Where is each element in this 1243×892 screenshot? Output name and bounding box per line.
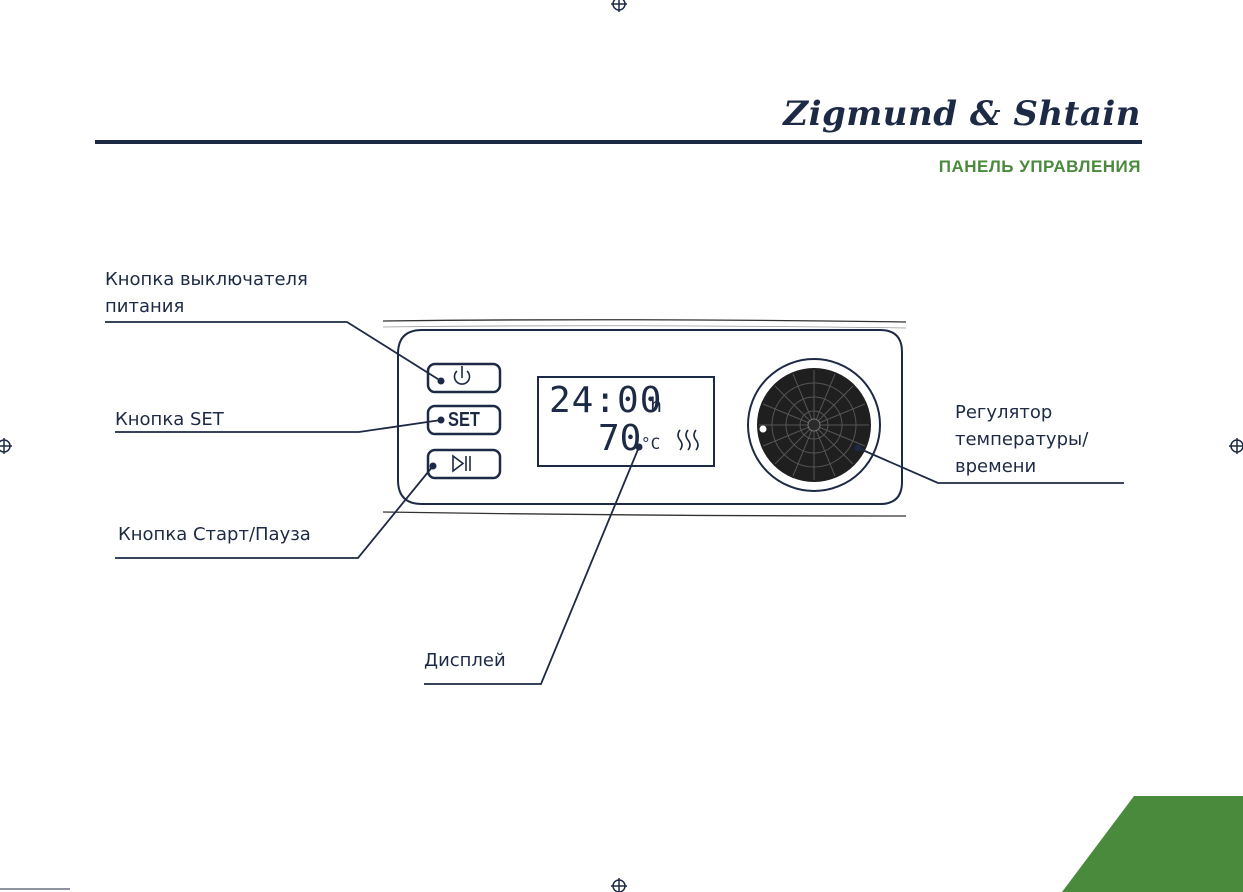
section-title: ПАНЕЛЬ УПРАВЛЕНИЯ [939,157,1141,177]
power-label-line: Кнопка выключателя [105,266,308,293]
regulator-label-line: температуры/ [955,426,1088,453]
set-button-callout: Кнопка SET [115,406,224,433]
registration-mark-icon [0,438,12,454]
power-label-line: питания [105,293,308,320]
registration-mark-icon [1229,438,1243,454]
registration-mark-icon [611,878,627,892]
display-time: 24:00 [549,380,662,421]
regulator-label-line: времени [955,453,1088,480]
corner-tab [1062,796,1243,892]
temperature-time-knob[interactable] [748,359,880,491]
header-rule [95,140,1142,144]
body-edge-top-inner [383,326,906,328]
start-pause-callout: Кнопка Старт/Пауза [118,521,311,548]
regulator-callout: Регулятор температуры/ времени [955,399,1088,480]
body-edge-bottom [383,512,906,516]
power-button-label: Кнопка выключателя питания [105,266,308,320]
body-edge-top [383,320,906,322]
display-callout: Дисплей [424,647,506,674]
start-pause-button[interactable] [428,450,500,478]
regulator-label-line: Регулятор [955,399,1088,426]
display-temperature-unit: °C [641,434,660,453]
display-time-unit: h [650,393,662,417]
set-button-label: SET [434,406,493,434]
brand-logo: Zigmund & Shtain [783,94,1141,134]
display-temperature: 70 [598,418,641,459]
power-button[interactable] [428,364,500,392]
registration-mark-icon [611,0,627,12]
